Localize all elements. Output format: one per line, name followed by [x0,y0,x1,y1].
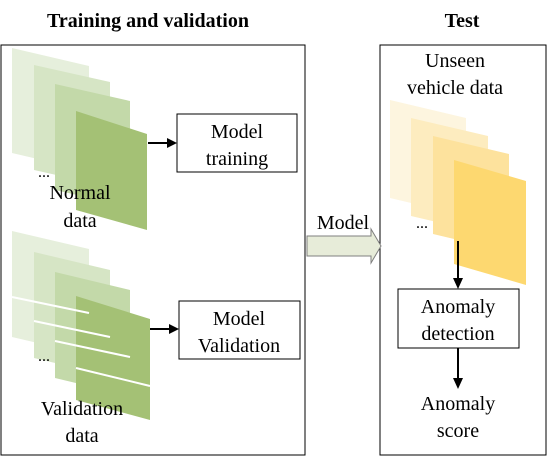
normal-data-label-line1: Normal [49,182,111,204]
model-transfer-arrow [306,227,382,265]
normal-data-sheet-4 [76,111,147,230]
arrow-to-model-validation [150,324,179,334]
model-validation-box [178,300,301,360]
arrow-to-anomaly-score [453,348,463,389]
normal-data-ellipsis: ... [38,164,50,181]
model-validation-label-line2: Validation [198,335,280,357]
anomaly-score-label-line2: score [437,420,479,442]
model-training-box [176,113,298,173]
unseen-data-stack [390,100,526,285]
anomaly-score-label-line1: Anomaly [421,393,495,415]
training-validation-panel [0,44,306,456]
model-training-label-line1: Model [211,121,264,143]
header-training-validation: Training and validation [47,10,249,32]
validation-split-line-3 [54,340,131,358]
model-arrow-label: Model [317,212,370,234]
validation-split-line-1 [11,296,90,314]
header-test: Test [445,10,480,32]
test-panel [379,44,547,456]
validation-data-label-line1: Validation [41,398,123,420]
validation-split-line-2 [33,320,111,338]
model-training-label-line2: training [206,148,268,170]
validation-data-label-line2: data [65,425,98,447]
validation-data-ellipsis: ... [38,348,50,365]
anomaly-detection-box [397,288,520,349]
normal-data-stack [12,48,147,230]
arrow-to-anomaly-detection [453,241,463,289]
unseen-data-sheet-4 [454,160,526,285]
validation-data-stack [11,231,151,420]
unseen-data-ellipsis: ... [416,215,428,232]
arrow-to-model-training [148,138,177,148]
normal-data-label-line2: data [63,210,96,232]
unseen-data-label-line1: Unseen [425,50,485,72]
anomaly-detection-label-line1: Anomaly [421,296,495,318]
anomaly-detection-label-line2: detection [421,323,494,345]
unseen-data-label-line2: vehicle data [407,77,503,99]
model-validation-label-line1: Model [213,308,266,330]
validation-data-sheet-4 [76,296,150,420]
validation-split-line-4 [75,367,151,387]
